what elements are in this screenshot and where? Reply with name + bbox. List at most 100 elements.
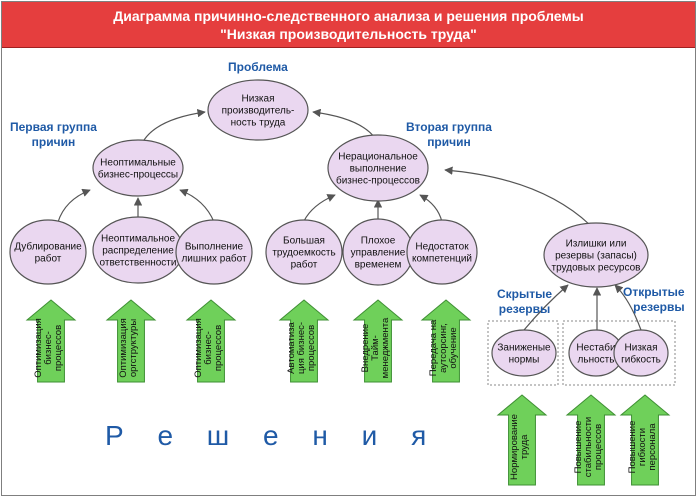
node-labor-shape bbox=[265, 219, 343, 285]
solution-arrow-shape bbox=[619, 394, 671, 486]
title-bar: Диаграмма причинно-следственного анализа… bbox=[2, 2, 695, 48]
label-group1-line2: причин bbox=[31, 135, 76, 149]
node-extra-text: лишних работ bbox=[181, 253, 247, 265]
node-reserves-text: Излишки или bbox=[566, 239, 627, 250]
node-g1-shape bbox=[92, 139, 184, 197]
label-group2: Вторая группа причин bbox=[406, 120, 492, 150]
node-comp-text: Недостаток bbox=[415, 242, 469, 253]
solution-arrow-shape bbox=[420, 299, 472, 383]
solution-arrow-shape bbox=[185, 299, 237, 383]
solution-text: гибкости bbox=[637, 428, 648, 466]
node-time-text: временем bbox=[355, 260, 402, 271]
node-dup-text: работ bbox=[35, 253, 62, 265]
node-dist-text: распределение bbox=[102, 246, 174, 257]
title-line-1: Диаграмма причинно-следственного анализа… bbox=[113, 8, 584, 24]
node-root-text: ность труда bbox=[231, 118, 286, 129]
label-group1: Первая группа причин bbox=[10, 120, 97, 150]
connector-comp-g2 bbox=[419, 194, 443, 223]
solution-arrow-shape bbox=[105, 299, 157, 383]
solution-text: бизнес- bbox=[43, 331, 54, 365]
node-g2-text: бизнес-процессов bbox=[336, 175, 420, 187]
node-norms-text: нормы bbox=[509, 355, 540, 366]
label-open-line1: Открытые bbox=[623, 285, 685, 299]
label-group1-line1: Первая группа bbox=[10, 120, 97, 134]
solution-text: процессов bbox=[53, 325, 64, 371]
node-dist-text: Неоптимальное bbox=[101, 234, 175, 245]
label-hidden-reserves: Скрытые резервы bbox=[497, 287, 552, 317]
solution-text: процессов bbox=[306, 325, 317, 371]
node-labor-text: Большая bbox=[283, 236, 325, 247]
node-extra-shape bbox=[175, 219, 253, 285]
solutions-heading: Р е ш е н и я bbox=[105, 420, 440, 451]
label-group2-line1: Вторая группа bbox=[406, 120, 492, 134]
node-reserves-shape bbox=[543, 222, 649, 288]
open-reserves-box bbox=[562, 320, 676, 386]
connector-labor-g2 bbox=[303, 194, 336, 222]
solution-text: персонала bbox=[647, 423, 658, 471]
solution-text: аутсорсинг, bbox=[438, 323, 449, 373]
label-group2-line2: причин bbox=[427, 135, 471, 149]
node-reserves-text: резервы (запасы) bbox=[555, 251, 637, 262]
node-norms-text: Заниженые bbox=[497, 343, 551, 354]
connector-reserves-g2 bbox=[444, 166, 591, 226]
node-g1-text: Неоптимальные bbox=[100, 158, 176, 169]
node-unstable-text: Нестаби bbox=[576, 342, 615, 354]
node-flex-text: Низкая bbox=[625, 343, 658, 354]
solution-text: менеджмента bbox=[380, 317, 391, 378]
label-hidden-line2: резервы bbox=[498, 302, 551, 316]
solution-text: Тайм- bbox=[370, 335, 381, 361]
node-g1-text: бизнес-процессы bbox=[98, 169, 178, 181]
node-g2-text: выполнение bbox=[350, 164, 407, 175]
connector-flex-reserves bbox=[614, 284, 642, 331]
solution-arrow-shape bbox=[25, 299, 77, 383]
solution-arrow-shape bbox=[496, 394, 548, 486]
label-open-reserves: Открытые резервы bbox=[623, 285, 685, 315]
solution-text: ция бизнес- bbox=[296, 322, 307, 374]
node-root-text: Низкая bbox=[242, 94, 275, 105]
node-labor-text: работ bbox=[291, 259, 318, 271]
solution-text: Оптимизация bbox=[193, 318, 204, 378]
node-flex-text: гибкость bbox=[621, 354, 661, 366]
label-hidden-line1: Скрытые bbox=[497, 287, 553, 301]
node-comp-text: компетенций bbox=[412, 254, 472, 265]
solution-text: бизнес- bbox=[203, 331, 214, 365]
connector-extra-g1 bbox=[179, 188, 215, 223]
node-flex-shape bbox=[613, 329, 669, 377]
solution-text: Повышение bbox=[627, 421, 638, 474]
solution-arrow-shape bbox=[565, 394, 617, 486]
solution-text: стабильности bbox=[583, 417, 594, 477]
node-g2-shape bbox=[327, 134, 429, 202]
node-unstable-text: льность bbox=[578, 355, 615, 366]
solution-text: Оптимизация bbox=[33, 318, 44, 378]
label-problem: Проблема bbox=[228, 60, 288, 74]
solution-text: Оптимизация bbox=[118, 318, 129, 378]
node-dup-shape bbox=[9, 219, 87, 285]
node-g2-text: Нерациональное bbox=[338, 152, 418, 163]
hidden-reserves-box bbox=[487, 320, 559, 386]
node-root-shape bbox=[207, 79, 309, 141]
node-extra-text: Выполнение bbox=[185, 242, 244, 253]
solution-text: Повышение bbox=[573, 421, 584, 474]
node-time-text: управление bbox=[351, 248, 406, 259]
solution-text: Передача на bbox=[428, 319, 439, 376]
